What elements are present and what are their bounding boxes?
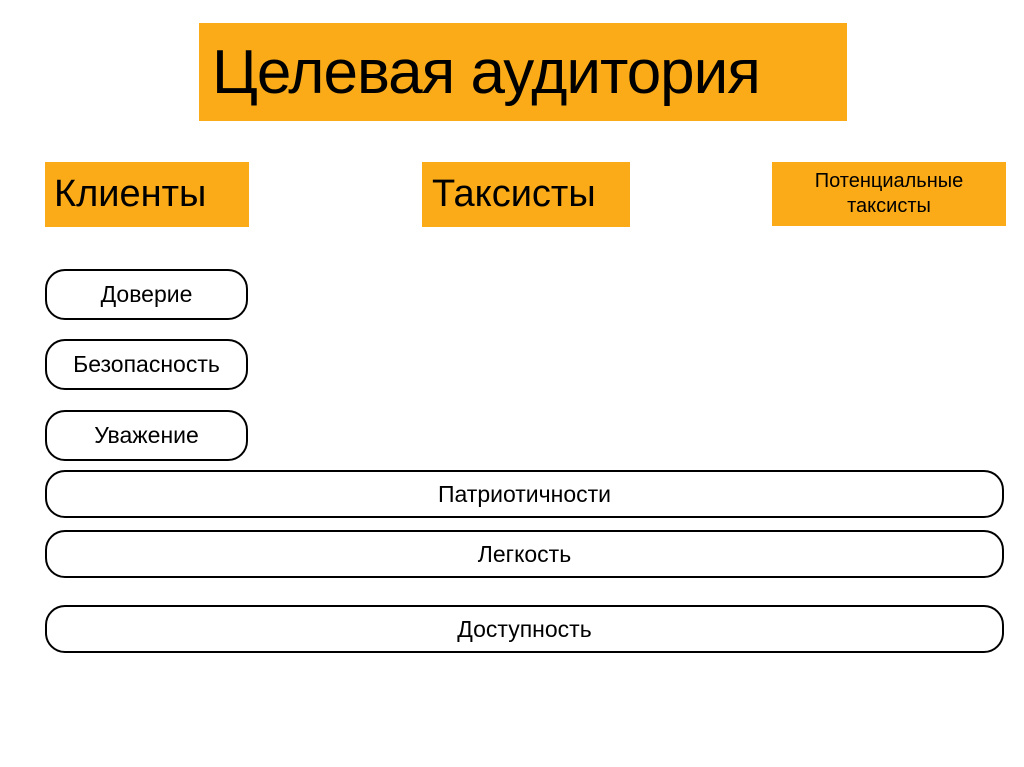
audience-group-potential-taxi-drivers: Потенциальные таксисты bbox=[772, 162, 1006, 226]
value-pill-safety: Безопасность bbox=[45, 339, 248, 390]
value-pill-trust: Доверие bbox=[45, 269, 248, 320]
audience-group-clients-label: Клиенты bbox=[54, 173, 207, 215]
slide-title: Целевая аудитория bbox=[212, 37, 761, 107]
value-pill-trust-label: Доверие bbox=[100, 281, 193, 307]
value-pill-patriotism-label: Патриотичности bbox=[437, 480, 612, 507]
value-pill-accessibility: Доступность bbox=[45, 605, 1004, 653]
value-pill-ease-label: Легкость bbox=[477, 540, 572, 567]
slide-title-banner: Целевая аудитория bbox=[199, 23, 847, 121]
value-pill-respect: Уважение bbox=[45, 410, 248, 461]
value-pill-accessibility-label: Доступность bbox=[457, 615, 592, 642]
audience-group-clients: Клиенты bbox=[45, 162, 249, 227]
value-pill-safety-label: Безопасность bbox=[73, 351, 220, 377]
value-pill-ease: Легкость bbox=[45, 530, 1004, 578]
audience-group-taxi-drivers-label: Таксисты bbox=[432, 173, 596, 215]
value-pill-respect-label: Уважение bbox=[94, 422, 199, 448]
audience-group-taxi-drivers: Таксисты bbox=[422, 162, 630, 227]
value-pill-patriotism: Патриотичности bbox=[45, 470, 1004, 518]
audience-group-potential-taxi-drivers-label: Потенциальные таксисты bbox=[814, 170, 964, 217]
